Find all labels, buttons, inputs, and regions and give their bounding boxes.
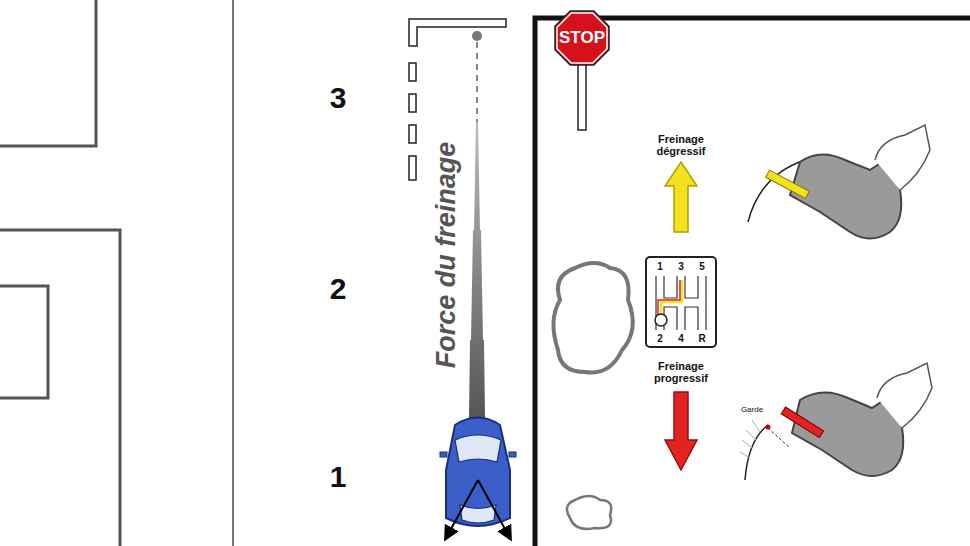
buildings	[0, 0, 233, 546]
gear-number: 5	[699, 261, 705, 272]
gearbox	[646, 257, 716, 347]
gear-number: 4	[678, 333, 684, 344]
foot-degressive	[748, 125, 930, 239]
bushes	[553, 263, 632, 529]
caption-label: Freinage progressif	[646, 360, 716, 384]
car	[440, 418, 516, 539]
gear-number: 3	[678, 261, 684, 272]
road-edge	[535, 18, 970, 546]
force-label: Force du freinage	[432, 142, 462, 369]
foot-progressive	[740, 363, 932, 480]
step-number: 2	[330, 272, 347, 305]
gear-number: 2	[657, 333, 663, 344]
step-number: 3	[330, 81, 347, 114]
arrow-up	[665, 162, 697, 232]
gear-number: R	[698, 333, 705, 344]
arrow-down	[665, 392, 697, 470]
garde-label: Garde	[741, 406, 763, 415]
step-number: 1	[330, 460, 347, 493]
braking-force-bar	[469, 31, 485, 418]
stop-sign: STOP	[554, 10, 610, 66]
sign-text: STOP	[559, 28, 605, 48]
stop-post	[578, 64, 586, 130]
gear-number: 1	[657, 261, 663, 272]
caption-label: Freinage dégressif	[646, 133, 716, 157]
